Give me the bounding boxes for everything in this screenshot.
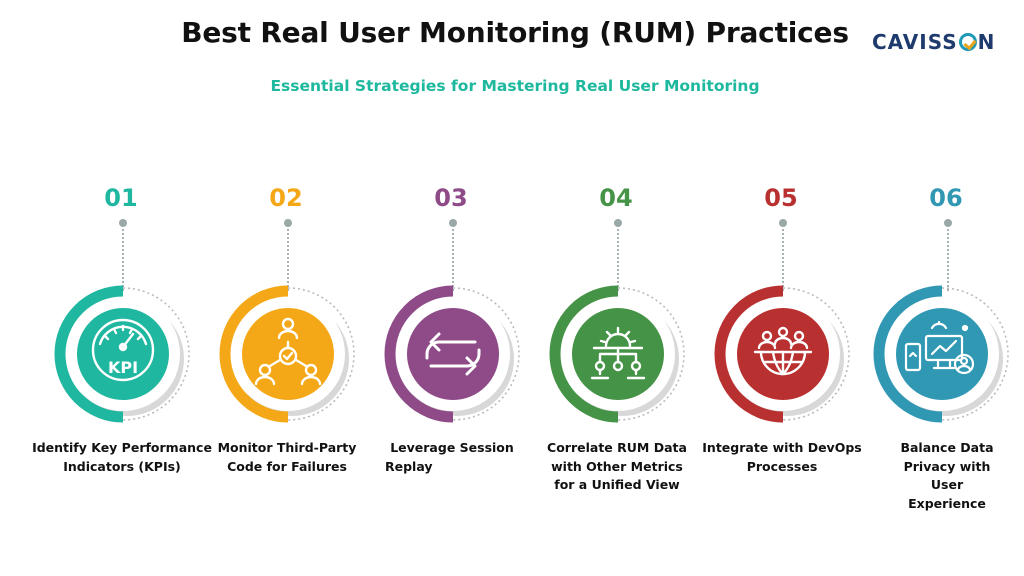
connector-dot — [944, 219, 952, 227]
step-circle — [219, 285, 355, 423]
step-label: Balance Data Privacy with User Experienc… — [835, 439, 1024, 513]
page-title: Best Real User Monitoring (RUM) Practice… — [181, 16, 849, 49]
step-number: 05 — [764, 184, 798, 212]
step-label: Monitor Third-Party Code for Failures — [175, 439, 399, 476]
step-3: 03 Leverage Session Replay — [367, 0, 537, 576]
step-circle — [549, 285, 685, 423]
logo-text-right: N — [977, 30, 996, 54]
replay-arrows-icon — [425, 332, 481, 376]
logo-text-left: CAVISS — [872, 30, 958, 54]
label-line: Balance Data — [900, 440, 994, 455]
connector-dot — [779, 219, 787, 227]
step-number: 01 — [104, 184, 138, 212]
logo-check-icon — [958, 33, 977, 51]
label-line: Identify Key Performance — [32, 440, 212, 455]
gear-hierarchy-icon — [590, 326, 646, 380]
label-line: Experience — [908, 495, 986, 511]
connector-dot — [119, 219, 127, 227]
step-number: 03 — [434, 184, 468, 212]
kpi-icon-text: KPI — [108, 358, 138, 377]
step-label: Identify Key Performance Indicators (KPI… — [10, 439, 234, 476]
brand-logo: CAVISS N — [872, 28, 1002, 56]
label-line: Leverage Session — [390, 440, 514, 455]
connector-dot — [449, 219, 457, 227]
label-line: Code for Failures — [227, 458, 347, 474]
label-line: Correlate RUM Data — [547, 440, 687, 455]
devices-privacy-icon — [904, 320, 975, 375]
connector-dot — [614, 219, 622, 227]
label-line: for a Unified View — [554, 477, 680, 492]
label-line: Indicators (KPIs) — [63, 458, 181, 474]
label-line: with Other Metrics — [551, 458, 683, 474]
connector-line — [452, 229, 454, 291]
step-circle — [873, 285, 1009, 423]
label-line: Integrate with DevOps — [702, 440, 862, 455]
step-number: 04 — [599, 184, 633, 212]
connector-line — [782, 229, 784, 291]
step-5: 05 Integrate with DevOps Processes — [697, 0, 867, 576]
step-number: 06 — [929, 184, 963, 212]
team-globe-icon — [753, 326, 813, 376]
step-circle: KPI — [54, 285, 190, 423]
label-line: Replay — [385, 458, 433, 474]
label-line: Monitor Third-Party — [217, 440, 357, 455]
step-label: Correlate RUM Data with Other Metrics fo… — [505, 439, 729, 495]
step-circle — [714, 285, 850, 423]
step-4: 04 Correlate RUM Data with Other Metrics… — [532, 0, 702, 576]
kpi-gauge-icon — [91, 318, 155, 382]
step-circle — [384, 285, 520, 423]
step-label: Integrate with DevOps Processes — [670, 439, 894, 476]
connector-line — [287, 229, 289, 291]
step-label: Leverage Session Replay — [340, 439, 564, 476]
connector-line — [122, 229, 124, 291]
label-line: Privacy with — [903, 458, 991, 474]
step-number: 02 — [269, 184, 303, 212]
step-1: 01 KPI Identify Key Performance Indicato… — [32, 0, 212, 576]
team-check-icon — [254, 317, 322, 386]
label-line: Processes — [746, 458, 818, 474]
connector-line — [617, 229, 619, 291]
step-2: 02 Monitor Third-Party Code for Failures — [202, 0, 372, 576]
connector-dot — [284, 219, 292, 227]
step-6: 06 Balance Data Privacy with User Experi… — [862, 0, 1024, 576]
label-line: User — [930, 477, 964, 492]
page-subtitle: Essential Strategies for Mastering Real … — [270, 77, 760, 95]
connector-line — [947, 229, 949, 291]
